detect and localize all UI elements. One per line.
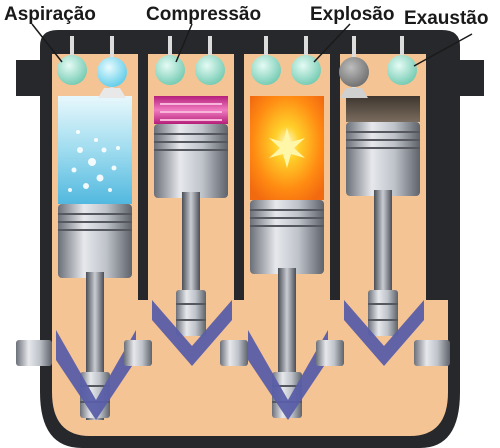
label-leaders — [31, 23, 473, 67]
spark-burst — [269, 128, 305, 168]
intake-mixture — [58, 96, 132, 204]
cylinder-power — [244, 36, 330, 420]
fuel-droplets — [68, 130, 120, 192]
crank-web — [152, 300, 232, 366]
exhaust-valve — [291, 55, 321, 85]
piston — [250, 200, 324, 274]
crank-web — [56, 330, 136, 420]
cylinder-intake — [52, 36, 138, 420]
piston — [58, 204, 132, 278]
exhaust-valve — [195, 55, 225, 85]
label-compressao: Compressão — [146, 4, 261, 25]
cylinder-exhaust — [339, 36, 426, 366]
crank-web — [344, 300, 424, 366]
crankshaft — [16, 340, 450, 366]
intake-valve — [339, 57, 369, 87]
exhaust-gas — [346, 96, 420, 122]
connecting-rod — [182, 192, 200, 302]
exhaust-valve — [387, 55, 417, 85]
intake-valve — [57, 55, 87, 85]
exhaust-valve — [97, 57, 127, 87]
label-explosao: Explosão — [310, 4, 394, 25]
label-exaustao: Exaustão — [404, 8, 488, 29]
piston — [346, 122, 420, 196]
intake-valve — [251, 55, 281, 85]
crank-web — [248, 330, 328, 420]
label-aspiracao: Aspiração — [4, 4, 96, 25]
piston — [154, 124, 228, 198]
connecting-rod — [374, 190, 392, 302]
intake-valve — [155, 55, 185, 85]
cylinder-compression — [148, 36, 234, 366]
